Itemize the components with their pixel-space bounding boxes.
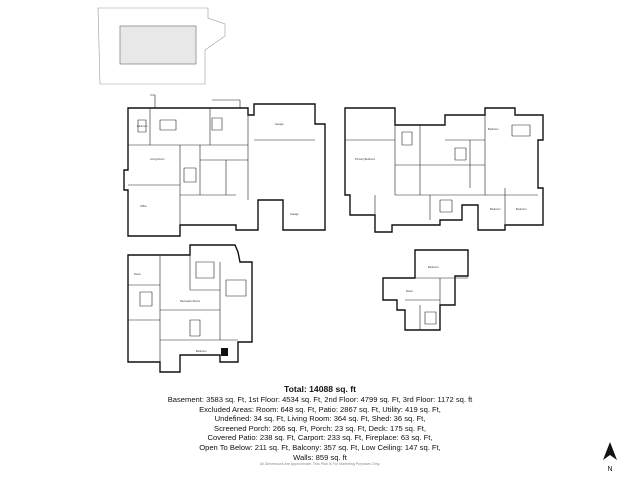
svg-text:Bedroom: Bedroom <box>488 127 499 131</box>
total-area: Total: 14088 sq. ft <box>284 384 356 394</box>
svg-text:Room: Room <box>406 289 413 293</box>
svg-text:Bedroom: Bedroom <box>137 124 148 128</box>
area-line-5: Covered Patio: 238 sq. Ft, Carport: 233 … <box>207 433 433 443</box>
compass: N <box>600 440 620 474</box>
svg-text:Garage: Garage <box>290 212 299 216</box>
floor-plans: Bedroom Garage Living Room Garage Office… <box>97 7 544 373</box>
disclaimer: All Dimensions Are Approximate. This Pla… <box>259 462 381 466</box>
north-arrow-icon: N <box>603 442 617 473</box>
area-line-3: Undefined: 34 sq. Ft, Living Room: 364 s… <box>214 414 426 424</box>
area-line-2: Excluded Areas: Room: 648 sq. Ft, Patio:… <box>199 404 441 414</box>
svg-text:Office: Office <box>140 204 147 208</box>
pool-patio-plan <box>97 7 226 85</box>
first-floor-plan: Bedroom Garage Living Room Garage Office <box>123 94 326 237</box>
svg-text:Bedroom: Bedroom <box>196 349 207 353</box>
svg-text:Living Room: Living Room <box>150 157 164 161</box>
svg-text:Bedroom: Bedroom <box>516 207 527 211</box>
area-summary: Total: 14088 sq. ft Basement: 3583 sq. F… <box>150 384 490 462</box>
second-floor-plan: Primary Bedroom Bedroom Bedroom Bedroom <box>344 107 544 233</box>
north-label: N <box>607 466 612 473</box>
svg-text:Recreation Room: Recreation Room <box>180 299 200 303</box>
svg-text:Room: Room <box>134 272 141 276</box>
svg-text:Primary Bedroom: Primary Bedroom <box>355 157 375 161</box>
svg-text:Bedroom: Bedroom <box>428 265 439 269</box>
area-line-4: Screened Porch: 266 sq. Ft, Porch: 23 sq… <box>214 423 426 433</box>
area-line-7: Walls: 859 sq. ft <box>293 452 347 462</box>
third-floor-plan: Bedroom Room <box>382 249 469 331</box>
basement-plan: Recreation Room Room Bedroom <box>127 244 253 373</box>
svg-text:Bedroom: Bedroom <box>490 207 501 211</box>
area-line-1: Basement: 3583 sq. Ft, 1st Floor: 4534 s… <box>167 395 473 404</box>
area-line-6: Open To Below: 211 sq. Ft, Balcony: 357 … <box>199 442 441 452</box>
pool <box>119 25 197 65</box>
svg-text:Garage: Garage <box>275 122 284 126</box>
